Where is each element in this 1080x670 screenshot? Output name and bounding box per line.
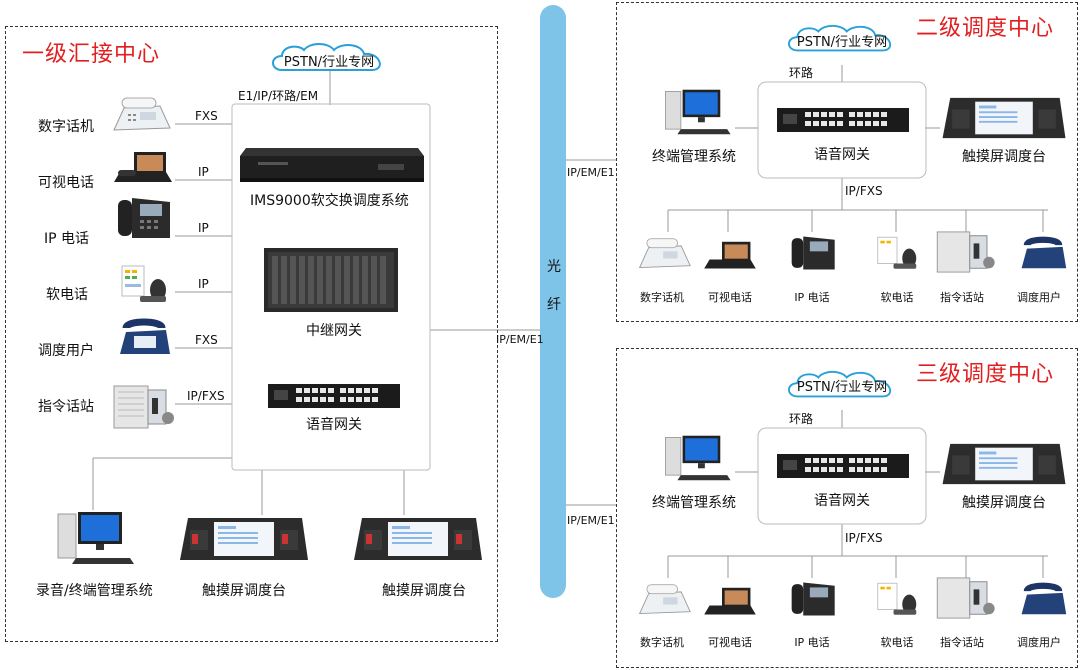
touch-console-icon: [354, 518, 482, 560]
level3-terminal-label: 调度用户: [1017, 636, 1061, 649]
bottom-label-recording-system: 录音/终端管理系统: [36, 583, 153, 599]
bottom-label-touch-console: 触摸屏调度台: [202, 583, 286, 599]
softphone-icon: [121, 265, 166, 302]
command-station-icon: [113, 385, 174, 429]
dispatch-phone-icon: [1021, 582, 1067, 615]
link-label-ip: IP: [198, 165, 209, 179]
level2-terminal-label: 可视电话: [708, 291, 752, 304]
link-label-ip-fxs: IP/FXS: [187, 389, 225, 403]
level3-cloud-label: PSTN/行业专网: [796, 380, 888, 395]
fiber-link-right-1: IP/EM/E1: [567, 166, 615, 179]
level2-gateway-label: 语音网关: [814, 147, 870, 163]
level3-terminal-label: IP 电话: [794, 636, 830, 649]
level3-mgmt-label: 终端管理系统: [652, 495, 736, 511]
link-label-fxs: FXS: [195, 333, 218, 347]
cloud-icon: [788, 24, 892, 52]
level2-title: 二级调度中心: [916, 16, 1055, 41]
softphone-icon: [877, 236, 917, 269]
fiber-label-bottom: 纤: [547, 297, 561, 313]
level2-downlink-label: IP/FXS: [845, 184, 883, 198]
level2-terminal-label: 软电话: [880, 291, 914, 304]
desk-phone-icon: [638, 238, 691, 269]
level2-mgmt-label: 终端管理系统: [652, 149, 736, 165]
computer-icon: [57, 512, 134, 564]
fiber-backbone: [540, 5, 566, 598]
terminal-label-dispatch-user: 调度用户: [38, 343, 94, 359]
voice-gateway-icon: [777, 108, 909, 132]
ip-phone-icon: [118, 198, 170, 238]
computer-icon: [665, 435, 731, 481]
ip-phone-icon: [791, 236, 835, 270]
video-phone-icon: [704, 241, 756, 269]
desk-phone-icon: [638, 584, 691, 615]
touch-console-icon: [180, 518, 308, 560]
level2-console-label: 触摸屏调度台: [962, 149, 1046, 165]
level3-gateway-label: 语音网关: [814, 493, 870, 509]
level1-uplink-label: E1/IP/环路/EM: [238, 89, 319, 103]
level2-loop-label: 环路: [789, 66, 814, 80]
level2-frame: [616, 2, 1078, 322]
video-phone-icon: [114, 152, 172, 182]
computer-icon: [665, 89, 731, 135]
level3-console-label: 触摸屏调度台: [962, 495, 1046, 511]
level3-terminal-label: 可视电话: [708, 636, 752, 649]
ims9000-server-icon: [240, 148, 424, 182]
terminal-label-softphone: 软电话: [46, 287, 88, 303]
terminal-label-digital-phone: 数字话机: [38, 119, 94, 135]
terminal-label-ip-phone: IP 电话: [44, 231, 90, 247]
dispatch-phone-icon: [1021, 236, 1067, 269]
bottom-label-touch-console: 触摸屏调度台: [382, 583, 466, 599]
voice-gateway-icon: [777, 454, 909, 478]
command-station-icon: [936, 577, 995, 619]
ip-phone-icon: [791, 582, 835, 616]
softphone-icon: [877, 582, 917, 615]
level3-terminal-label: 软电话: [880, 636, 914, 649]
device-label-voice-gateway: 语音网关: [306, 417, 362, 433]
level3-loop-label: 环路: [789, 412, 814, 426]
link-label-fxs: FXS: [195, 109, 218, 123]
cloud-icon: [272, 43, 381, 71]
level3-title: 三级调度中心: [916, 362, 1055, 387]
level2-terminal-label: 指令话站: [940, 291, 984, 304]
level1-frame: [5, 26, 498, 642]
level3-downlink-label: IP/FXS: [845, 531, 883, 545]
level2-terminal-label: 调度用户: [1017, 291, 1061, 304]
level1-title: 一级汇接中心: [22, 42, 161, 67]
link-label-ip: IP: [198, 221, 209, 235]
touch-console-icon: [942, 443, 1066, 485]
cloud-icon: [788, 370, 892, 398]
level2-terminal-label: 数字话机: [640, 291, 684, 304]
desk-phone-icon: [113, 97, 171, 131]
level1-cloud-label: PSTN/行业专网: [283, 55, 375, 70]
trunk-gateway-icon: [264, 248, 398, 312]
fiber-link-left: IP/EM/E1: [496, 333, 544, 346]
command-station-icon: [936, 231, 995, 273]
fiber-link-right-2: IP/EM/E1: [567, 514, 615, 527]
device-label-ims9000: IMS9000软交换调度系统: [250, 193, 409, 209]
level3-terminal-label: 数字话机: [640, 636, 684, 649]
terminal-label-command-station: 指令话站: [38, 399, 94, 415]
touch-console-icon: [942, 97, 1066, 139]
video-phone-icon: [704, 587, 756, 615]
link-label-ip: IP: [198, 277, 209, 291]
voice-gateway-icon: [268, 384, 400, 408]
device-label-trunk-gateway: 中继网关: [306, 323, 362, 339]
level2-terminal-label: IP 电话: [794, 291, 830, 304]
level2-cloud-label: PSTN/行业专网: [796, 35, 888, 50]
level3-terminal-label: 指令话站: [940, 636, 984, 649]
dispatch-phone-icon: [120, 318, 170, 354]
terminal-label-video-phone: 可视电话: [38, 175, 94, 191]
level3-frame: [616, 348, 1078, 668]
fiber-label-top: 光: [547, 259, 561, 275]
